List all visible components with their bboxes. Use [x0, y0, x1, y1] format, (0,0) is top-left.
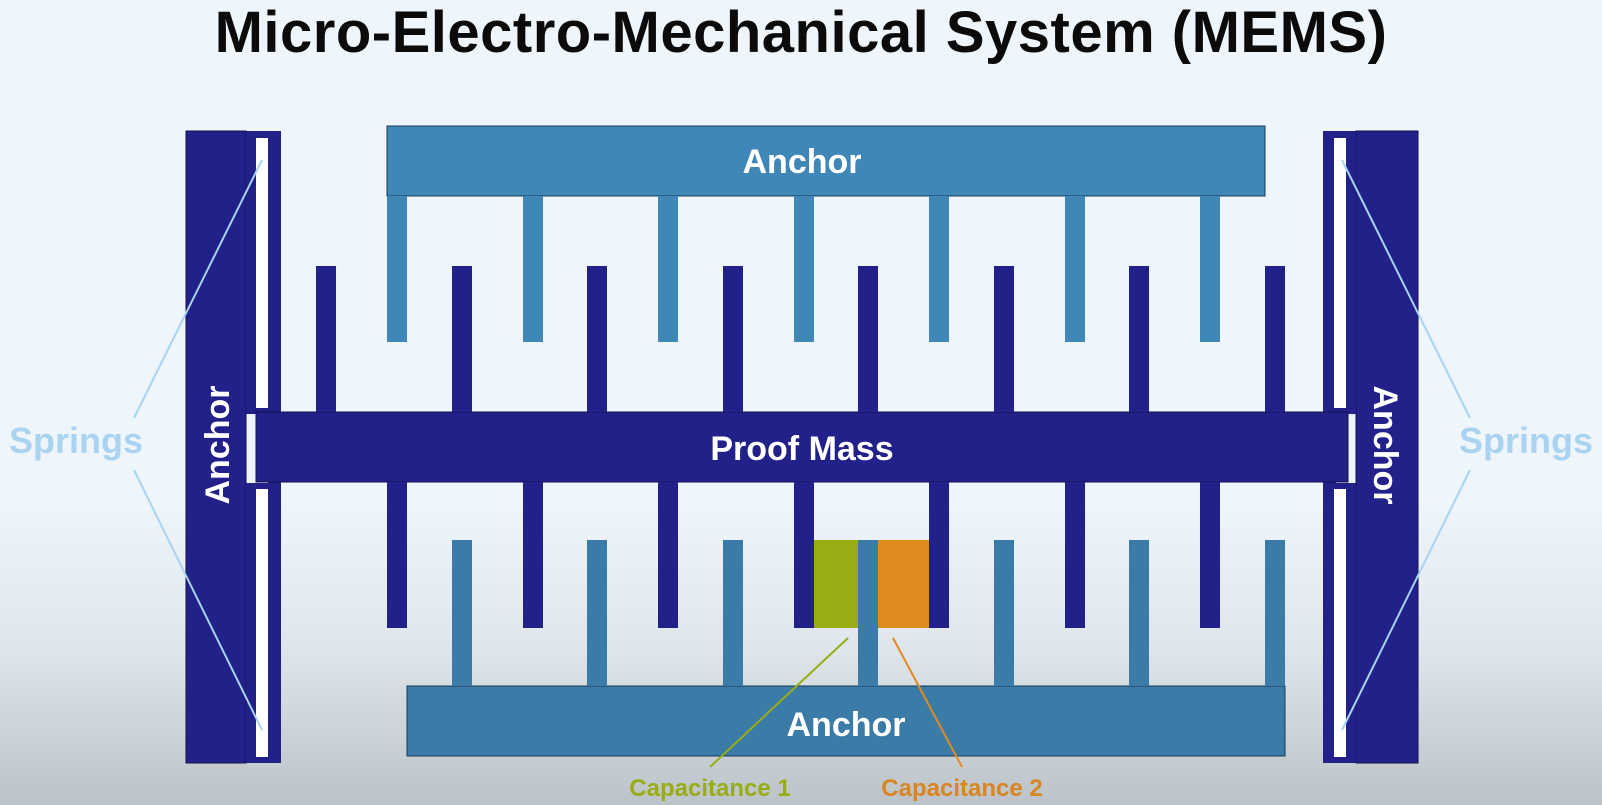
- bottom-anchor-comb: [406, 540, 1286, 757]
- capacitance-1-callout: [709, 637, 849, 768]
- top-anchor-comb: [386, 125, 1266, 342]
- capacitance-2-callout: [892, 637, 963, 768]
- springs-callout-lines: [133, 159, 1471, 731]
- left-anchor: [185, 130, 247, 764]
- capacitance-1-label: Capacitance 1: [629, 775, 790, 802]
- page-title: Micro-Electro-Mechanical System (MEMS): [214, 0, 1388, 65]
- springs-left-label: Springs: [9, 420, 143, 461]
- capacitance-2-label: Capacitance 2: [881, 775, 1042, 802]
- anchor-bottom-label: Anchor: [787, 706, 906, 744]
- anchor-left-label: Anchor: [199, 386, 237, 505]
- capacitance-2-region: [878, 540, 929, 628]
- capacitance-1-region: [814, 540, 858, 628]
- proof-mass-label: Proof Mass: [710, 430, 893, 468]
- right-anchor: [1355, 130, 1419, 764]
- proof-mass: [255, 266, 1349, 628]
- anchor-top-label: Anchor: [743, 143, 862, 181]
- springs-right-label: Springs: [1459, 420, 1593, 461]
- anchor-right-label: Anchor: [1366, 386, 1404, 505]
